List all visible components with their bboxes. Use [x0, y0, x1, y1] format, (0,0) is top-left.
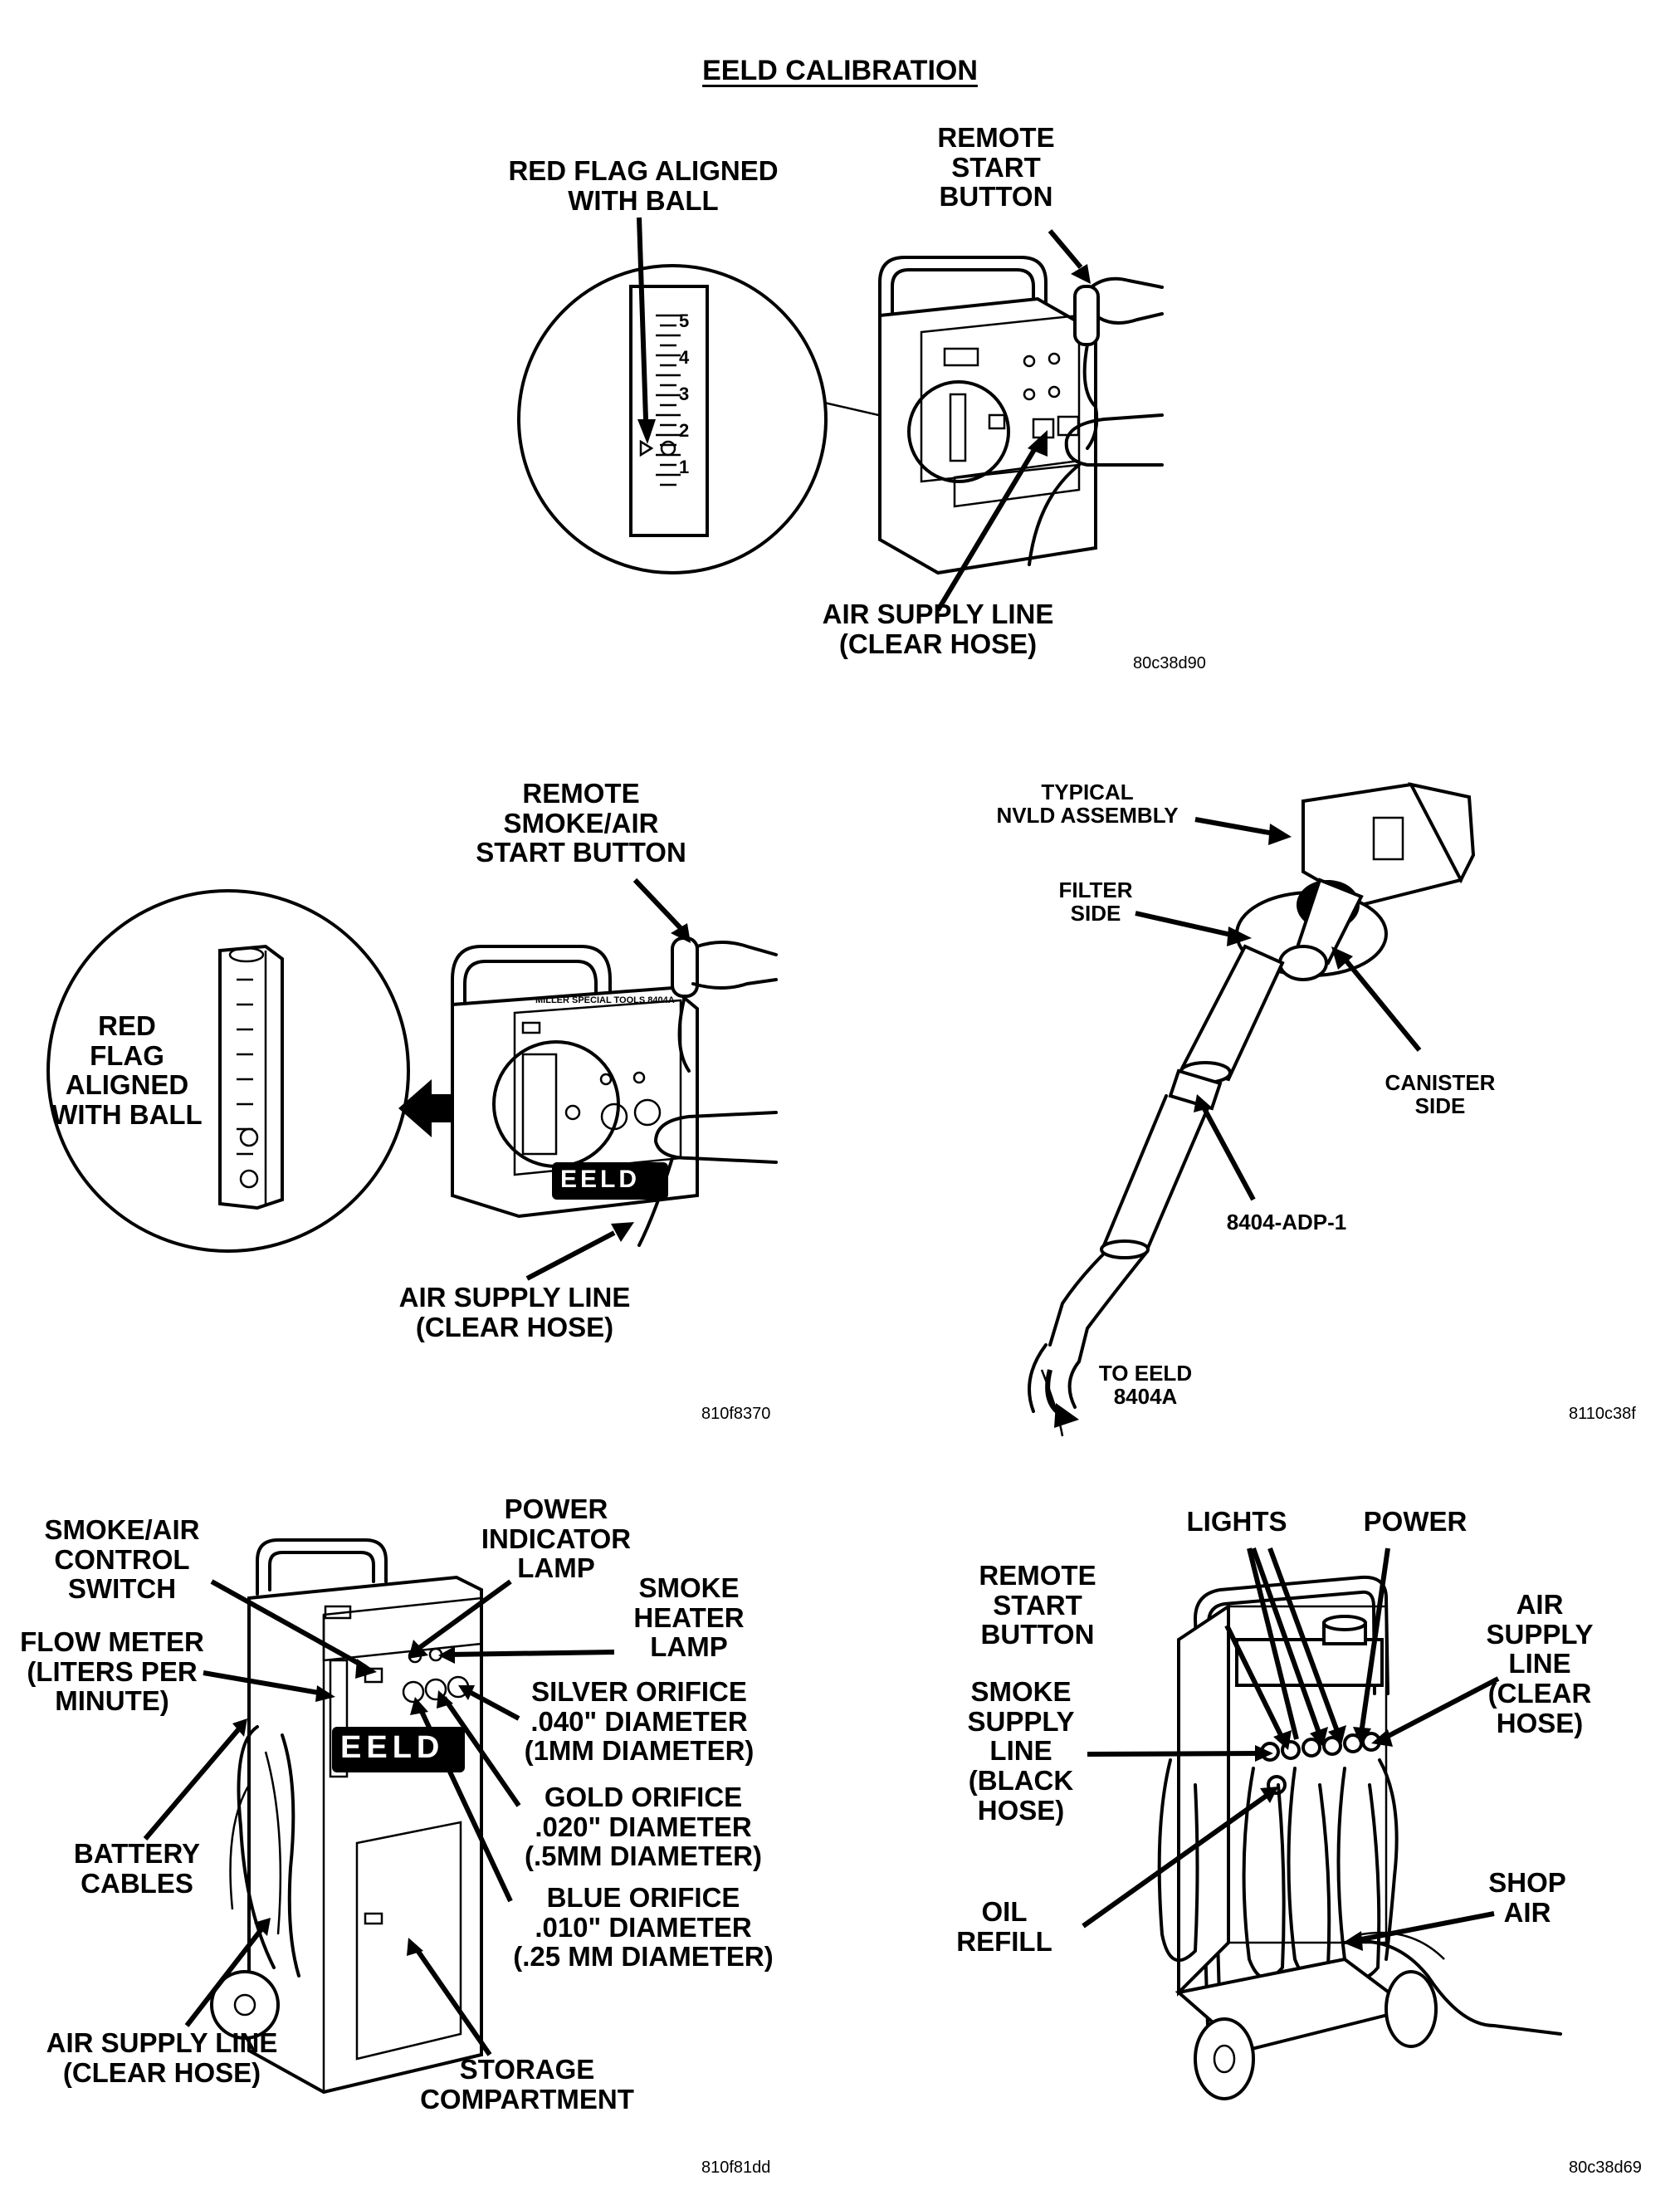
- fig2-hand-panel: [654, 1111, 778, 1164]
- fig4-wheel: [210, 1970, 280, 2040]
- fig5-smoke-supply-label: SMOKE SUPPLY LINE (BLACK HOSE): [967, 1676, 1075, 1826]
- fig1-scale-1: 1: [679, 457, 690, 477]
- fig4-storage-compartment: [355, 1821, 462, 2061]
- fig1-hand-panel: [1064, 413, 1164, 467]
- fig5-handle: [1194, 1575, 1389, 2027]
- fig1-scale-3: 3: [679, 384, 690, 404]
- fig4-blue-orifice: [402, 1680, 425, 1704]
- fig4-gold-orifice-label: GOLD ORIFICE .020" DIAMETER (.5MM DIAMET…: [525, 1782, 762, 1872]
- fig5-cables-left: [1157, 1758, 1199, 1963]
- fig4-air-supply-label: AIR SUPPLY LINE (CLEAR HOSE): [46, 2027, 278, 2088]
- fig4-cabinet: [247, 1575, 483, 2095]
- fig5-shop-air-hose: [1343, 1939, 1562, 2036]
- fig3-typical-label: TYPICAL NVLD ASSEMBLY: [996, 780, 1179, 829]
- fig2-brand-text: MILLER SPECIAL TOOLS 8404A: [535, 995, 675, 1005]
- fig3-filter-tube: [1180, 944, 1285, 1082]
- fig5-cart-side: [1177, 1603, 1230, 1997]
- fig2-eeld-plate: [552, 1162, 668, 1200]
- fig1-scale-5: 5: [679, 310, 690, 331]
- fig3-artwork: [1028, 782, 1476, 1437]
- fig4-handle: [256, 1538, 388, 1596]
- fig2-remote-label: REMOTE SMOKE/AIR START BUTTON: [476, 778, 686, 868]
- fig4-power-lamp-label: POWER INDICATOR LAMP: [481, 1494, 632, 1584]
- fig4-smoke-switch-label: SMOKE/AIR CONTROL SWITCH: [44, 1514, 200, 1605]
- fig1-panel-flowmeter: [949, 393, 967, 462]
- fig3-to-eeld-label: TO EELD 8404A: [1098, 1361, 1193, 1410]
- fig1-machine-body: [878, 296, 1097, 575]
- fig5-oil-cap: [1322, 1615, 1367, 1631]
- fig3-filter-side-label: FILTER SIDE: [1058, 878, 1133, 926]
- fig4-storage-label: STORAGE COMPARTMENT: [420, 2054, 634, 2114]
- fig2-flowmeter-tube: [218, 944, 284, 1210]
- fig1-red-flag-label: RED FLAG ALIGNED WITH BALL: [508, 155, 779, 216]
- fig2-red-flag-label: RED FLAG ALIGNED WITH BALL: [51, 1010, 203, 1130]
- fig4-battery-cables-label: BATTERY CABLES: [73, 1838, 201, 1899]
- fig1-red-flag: [639, 439, 654, 457]
- fig2-image-code: 810f8370: [701, 1405, 771, 1423]
- fig2-panel-flowmeter: [521, 1053, 558, 1156]
- fig1-scale-2: 2: [679, 420, 690, 441]
- fig1-artwork: [517, 217, 1164, 612]
- fig1-remote-button: [1073, 285, 1100, 346]
- fig5-image-code: 80c38d69: [1569, 2158, 1642, 2177]
- fig2-remote-button: [671, 936, 699, 998]
- fig5-shop-air-label: SHOP AIR: [1488, 1867, 1566, 1928]
- fig2-air-supply-label: AIR SUPPLY LINE (CLEAR HOSE): [398, 1282, 631, 1342]
- fig4-artwork: [143, 1538, 615, 2095]
- fig1-air-supply-label: AIR SUPPLY LINE (CLEAR HOSE): [822, 599, 1054, 659]
- fig5-lights-label: LIGHTS: [1186, 1506, 1287, 1537]
- fig5-reservoir: [1235, 1638, 1384, 1687]
- fig1-zoom-spot: [907, 380, 1010, 483]
- fig5-air-supply-label: AIR SUPPLY LINE (CLEAR HOSE): [1486, 1589, 1594, 1738]
- fig1-remote-start-label: REMOTE START BUTTON: [937, 122, 1055, 213]
- fig3-adapter-label: 8404-ADP-1: [1226, 1210, 1347, 1234]
- fig5-wheel-left: [1194, 2017, 1255, 2100]
- fig5-power-label: POWER: [1363, 1506, 1468, 1537]
- fig4-heater-lamp-label: SMOKE HEATER LAMP: [633, 1572, 745, 1663]
- fig4-flow-meter-label: FLOW METER (LITERS PER MINUTE): [20, 1626, 204, 1717]
- fig4-silver-orifice-label: SILVER ORIFICE .040" DIAMETER (1MM DIAME…: [524, 1676, 755, 1767]
- fig5-oil-refill-label: OIL REFILL: [956, 1896, 1052, 1957]
- fig2-magnifier-circle: [46, 889, 410, 1253]
- fig1-ball: [660, 440, 676, 457]
- fig5-remote-label: REMOTE START BUTTON: [979, 1560, 1096, 1650]
- fig1-image-code: 80c38d90: [1133, 654, 1206, 672]
- fig3-adapter: [1168, 1068, 1223, 1111]
- fig1-handle: [878, 256, 1048, 541]
- fig5-artwork: [1082, 1547, 1562, 2100]
- fig3-hose: [1102, 1094, 1209, 1255]
- fig3-canister-side-label: CANISTER SIDE: [1385, 1070, 1496, 1119]
- fig1-scale-4: 4: [679, 347, 690, 368]
- fig2-artwork: [46, 878, 778, 1281]
- fig4-eeld-text: EELD: [340, 1730, 445, 1765]
- fig2-ball: [239, 1127, 259, 1147]
- fig4-image-code: 810f81dd: [701, 2158, 771, 2177]
- fig4-blue-orifice-label: BLUE ORIFICE .010" DIAMETER (.25 MM DIAM…: [513, 1882, 774, 1973]
- fig4-gold-orifice: [424, 1678, 447, 1701]
- page-title: EELD CALIBRATION: [702, 55, 978, 86]
- fig1-magnifier-circle: [517, 264, 828, 574]
- fig2-handle: [451, 945, 612, 1197]
- fig2-eeld-text: EELD: [560, 1166, 641, 1193]
- fig4-flowmeter: [329, 1659, 349, 1778]
- fig2-big-arrow: [398, 1079, 498, 1137]
- fig3-image-code: 8110c38f: [1569, 1405, 1636, 1423]
- fig5-wheel-right: [1385, 1970, 1438, 2048]
